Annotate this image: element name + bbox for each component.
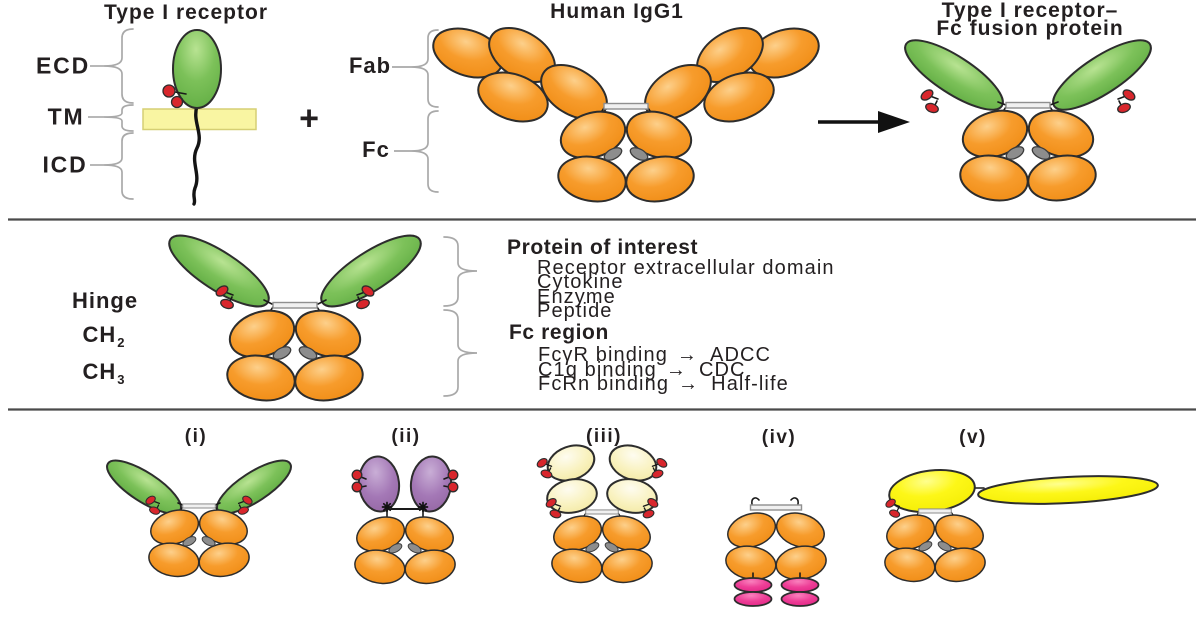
fab-domain-oval bbox=[703, 71, 775, 123]
igg1-diagram bbox=[392, 27, 820, 207]
label-fc: Fc bbox=[362, 137, 390, 162]
stub-connectors bbox=[386, 508, 424, 519]
arrow-glyph: → bbox=[678, 373, 700, 395]
tandem-domain-oval bbox=[606, 478, 658, 514]
glycan-red-bead bbox=[170, 95, 184, 109]
label-ecd: ECD bbox=[36, 52, 90, 79]
fc-function-1: FcγR binding→ADCC bbox=[538, 344, 772, 366]
type1-receptor-diagram bbox=[88, 28, 257, 206]
glycan-red-bead bbox=[351, 481, 363, 493]
variant-iii-diagram bbox=[534, 444, 670, 586]
fc-domains bbox=[722, 506, 830, 584]
protein-of-interest-heading: Protein of interest bbox=[507, 236, 699, 259]
label-ch3: CH3 bbox=[82, 359, 126, 387]
fusion-fc-unit bbox=[957, 103, 1100, 206]
poi-item-3: Enzyme bbox=[537, 286, 616, 308]
glycan-red-bead bbox=[351, 469, 363, 481]
ch2-subscript: 2 bbox=[117, 335, 126, 350]
arrow-icon bbox=[818, 111, 910, 133]
arm-connectors bbox=[997, 101, 1059, 106]
ecd-arm-oval bbox=[1052, 39, 1152, 111]
fc-unit bbox=[146, 504, 252, 580]
hinge-hooks bbox=[751, 497, 799, 505]
plus-sign: + bbox=[299, 99, 319, 138]
fc-unit bbox=[882, 509, 988, 585]
glycan-red-bead bbox=[447, 481, 459, 493]
glycan-stems bbox=[360, 476, 450, 488]
ecd-oval bbox=[172, 29, 222, 109]
glycan-red-cluster bbox=[918, 87, 941, 115]
igg-title: Human IgG1 bbox=[550, 0, 684, 23]
poi-item-1: Receptor extracellular domain bbox=[537, 257, 835, 279]
fusion-fc-unit bbox=[224, 303, 367, 406]
peptide-oval bbox=[733, 591, 773, 607]
fc-unit bbox=[352, 511, 458, 587]
variant-label-iv: (iv) bbox=[761, 427, 797, 448]
fc-region-heading: Fc region bbox=[509, 321, 609, 344]
variant-v-diagram bbox=[882, 468, 1159, 585]
fc-function-2: C1q binding→CDC bbox=[538, 359, 746, 381]
label-ch2: CH2 bbox=[82, 322, 126, 350]
arm-connectors bbox=[263, 299, 327, 305]
variant-label-i: (i) bbox=[184, 426, 208, 447]
label-icd: ICD bbox=[42, 151, 88, 178]
arm-connectors bbox=[177, 502, 221, 506]
monomer-oval bbox=[409, 455, 453, 513]
monomer-oval bbox=[357, 455, 401, 513]
variant-label-v: (v) bbox=[959, 427, 987, 448]
glycan-red-cluster bbox=[1115, 87, 1138, 115]
variant-ii-diagram bbox=[351, 455, 459, 588]
arrow-glyph: → bbox=[665, 359, 687, 381]
fusion-title-line1: Type I receptor– bbox=[941, 0, 1119, 22]
arrow-glyph: → bbox=[676, 344, 699, 366]
glycan-red-bead bbox=[447, 469, 459, 481]
protein-of-interest-brace bbox=[443, 236, 478, 307]
fc-unit bbox=[549, 510, 655, 586]
label-hinge: Hinge bbox=[71, 288, 139, 313]
fc-function-3: FcRn binding→Half-life bbox=[538, 373, 789, 395]
fusion-annotated-diagram bbox=[168, 234, 478, 406]
ecd-brace bbox=[103, 28, 134, 104]
ecd-arm-oval bbox=[168, 234, 270, 308]
variant-i-diagram bbox=[106, 459, 292, 580]
poi-item-4: Peptide bbox=[537, 300, 613, 322]
mutation-asterisk bbox=[381, 501, 393, 513]
hinge-bar bbox=[749, 504, 803, 511]
ch3-subscript: 3 bbox=[117, 372, 126, 387]
label-tm: TM bbox=[47, 103, 85, 130]
igg-fc-unit bbox=[555, 104, 698, 207]
tm-brace bbox=[103, 104, 134, 132]
poi-item-2: Cytokine bbox=[537, 271, 624, 293]
peptide-oval bbox=[780, 591, 820, 607]
tm-membrane-bar bbox=[142, 108, 257, 131]
fusion-protein-diagram bbox=[904, 39, 1152, 206]
peptide-oval bbox=[780, 577, 820, 593]
fc-brace bbox=[410, 110, 439, 193]
receptor-title: Type I receptor bbox=[104, 1, 268, 24]
tandem-domain-oval bbox=[546, 478, 598, 514]
label-fab: Fab bbox=[348, 53, 392, 78]
icd-tail bbox=[192, 104, 201, 206]
fused-partner-long-oval bbox=[977, 475, 1159, 505]
icd-brace bbox=[103, 132, 134, 200]
ecd-arm-oval bbox=[904, 39, 1004, 111]
ecd-arm-oval bbox=[320, 234, 422, 308]
variant-label-ii: (ii) bbox=[391, 426, 421, 447]
fab-domain-oval bbox=[477, 71, 549, 123]
variant-label-iii: (iii) bbox=[586, 426, 622, 447]
mutation-asterisk bbox=[417, 501, 429, 513]
fusion-title-line2: Fc fusion protein bbox=[936, 17, 1124, 40]
variant-iv-diagram bbox=[722, 497, 830, 607]
fc-region-brace bbox=[443, 309, 478, 397]
peptide-oval bbox=[733, 577, 773, 593]
glycan-red-bead bbox=[162, 84, 176, 98]
